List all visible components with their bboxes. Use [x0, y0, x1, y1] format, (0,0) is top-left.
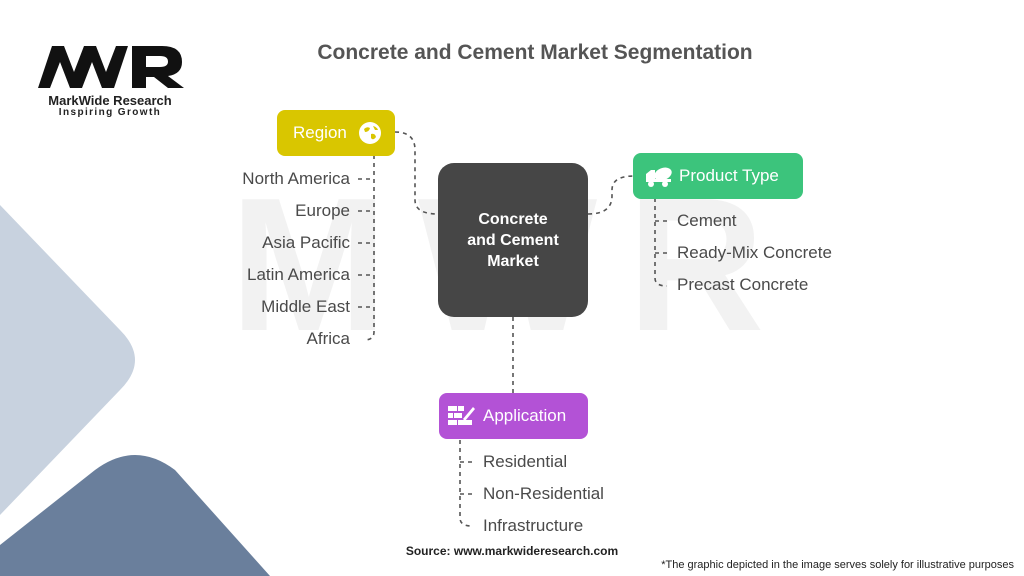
- disclaimer-text: *The graphic depicted in the image serve…: [661, 559, 1014, 571]
- region-item: Africa: [306, 329, 350, 348]
- product-type-label: Product Type: [679, 166, 779, 185]
- region-item: Asia Pacific: [262, 233, 350, 252]
- product-type-item: Cement: [677, 211, 737, 230]
- decor-shape-light: [0, 205, 135, 515]
- diagram-title: Concrete and Cement Market Segmentation: [317, 41, 753, 64]
- product-type-item: Precast Concrete: [677, 275, 809, 294]
- region-item: Europe: [295, 201, 350, 220]
- connectors: [358, 131, 669, 527]
- application-item: Residential: [483, 452, 568, 471]
- region-item: Middle East: [261, 297, 350, 316]
- brand-name: MarkWide Research: [48, 93, 172, 108]
- region-node: Region: [277, 110, 395, 156]
- center-node: Concrete and Cement Market: [438, 163, 588, 317]
- globe-icon: [357, 120, 383, 146]
- region-item: Latin America: [247, 265, 350, 284]
- construction-bricks-icon: [447, 403, 475, 429]
- cement-mixer-truck-icon: [643, 164, 673, 188]
- product-type-item: Ready-Mix Concrete: [677, 243, 832, 262]
- center-line-1: Concrete: [478, 210, 548, 228]
- logo-mark: [38, 46, 184, 88]
- application-node: Application: [439, 393, 588, 439]
- application-item: Non-Residential: [483, 484, 604, 503]
- decor-shape-dark: [0, 455, 270, 576]
- application-item: Infrastructure: [483, 516, 584, 535]
- region-item: North America: [242, 169, 350, 188]
- brand-tagline: Inspiring Growth: [58, 107, 162, 118]
- center-line-3: Market: [487, 252, 539, 270]
- region-label: Region: [293, 123, 347, 142]
- application-label: Application: [483, 406, 567, 425]
- center-line-2: and Cement: [467, 231, 559, 249]
- source-text: Source: www.markwideresearch.com: [405, 544, 619, 558]
- product-type-node: Product Type: [633, 153, 803, 199]
